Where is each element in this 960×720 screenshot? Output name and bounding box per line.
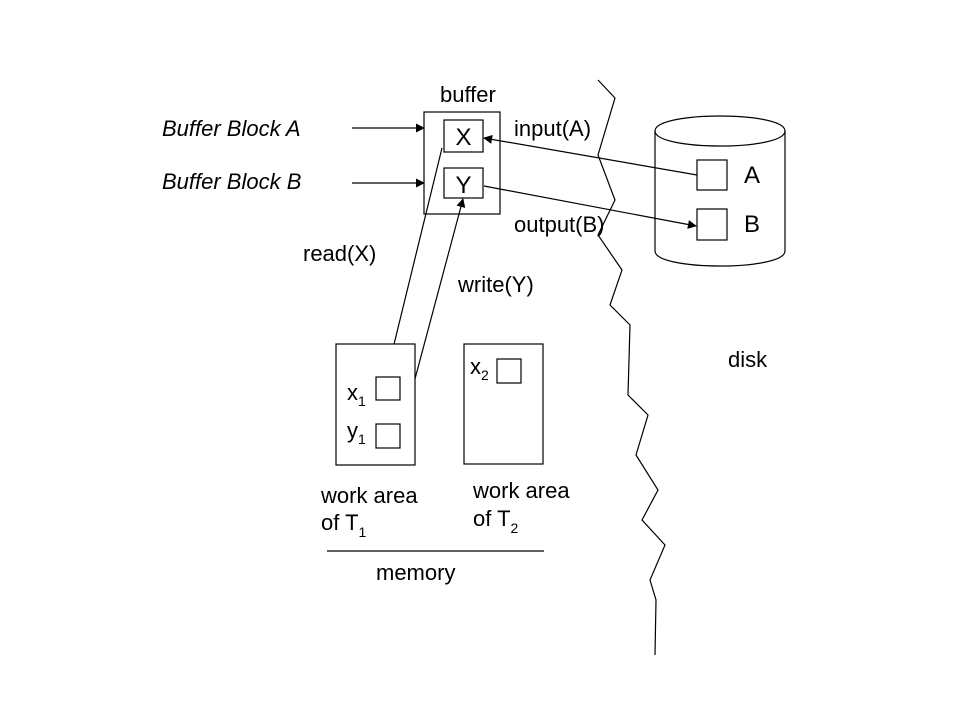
work-area-t2-var-x-sub: 2 bbox=[481, 367, 489, 383]
work-area-t2-caption-2: of T2 bbox=[473, 506, 519, 536]
work-area-t1-caption-1: work area bbox=[320, 483, 418, 508]
disk-block-b bbox=[696, 208, 728, 241]
work-area-t2-caption-sub: 2 bbox=[511, 520, 519, 536]
write-operation-label: write(Y) bbox=[457, 272, 534, 297]
work-area-t1-var-x-name: x bbox=[347, 380, 358, 405]
output-operation-label: output(B) bbox=[514, 212, 605, 237]
work-area-t1-var-y-name: y bbox=[347, 418, 358, 443]
disk-block-a bbox=[696, 159, 728, 191]
work-area-t1-caption-sub: 1 bbox=[359, 524, 367, 540]
work-area-t1-var-x: x1 bbox=[347, 380, 366, 409]
work-area-t2-var-x-name: x bbox=[470, 354, 481, 379]
disk-cylinder-rim bbox=[654, 130, 786, 147]
work-area-t1-y-slot bbox=[375, 423, 401, 449]
disk-block-b-label: B bbox=[744, 211, 760, 238]
work-area-t2-var-x: x2 bbox=[470, 354, 489, 383]
input-operation-label: input(A) bbox=[514, 116, 591, 141]
work-area-t2-caption-1: work area bbox=[472, 478, 570, 503]
buffer-title: buffer bbox=[440, 82, 496, 107]
work-area-t1-var-y-sub: 1 bbox=[358, 431, 366, 447]
buffer-block-x bbox=[443, 119, 484, 153]
work-area-t1-caption-2-text: of T bbox=[321, 510, 359, 535]
read-arrow bbox=[383, 147, 443, 378]
work-area-t2-caption-2-text: of T bbox=[473, 506, 511, 531]
work-area-t1-caption-2: of T1 bbox=[321, 510, 367, 540]
input-arrow bbox=[483, 134, 698, 176]
disk-block-a-label: A bbox=[744, 162, 760, 189]
buffer-block-y bbox=[443, 167, 484, 199]
work-area-t1-x-slot bbox=[375, 376, 401, 401]
output-arrow bbox=[483, 185, 697, 229]
read-operation-label: read(X) bbox=[303, 241, 376, 266]
buffer-block-b-label: Buffer Block B bbox=[162, 169, 301, 194]
memory-title: memory bbox=[376, 560, 455, 585]
buffer-block-x-label: X bbox=[455, 124, 471, 151]
disk-title: disk bbox=[728, 347, 768, 372]
buffer-block-a-label: Buffer Block A bbox=[162, 116, 301, 141]
work-area-t1-var-y: y1 bbox=[347, 418, 366, 447]
work-area-t1-var-x-sub: 1 bbox=[358, 393, 366, 409]
memory-disk-divider bbox=[597, 79, 666, 656]
work-area-t2-x-slot bbox=[496, 358, 522, 384]
buffer-block-y-label: Y bbox=[455, 172, 471, 199]
disk-cylinder bbox=[654, 115, 786, 267]
